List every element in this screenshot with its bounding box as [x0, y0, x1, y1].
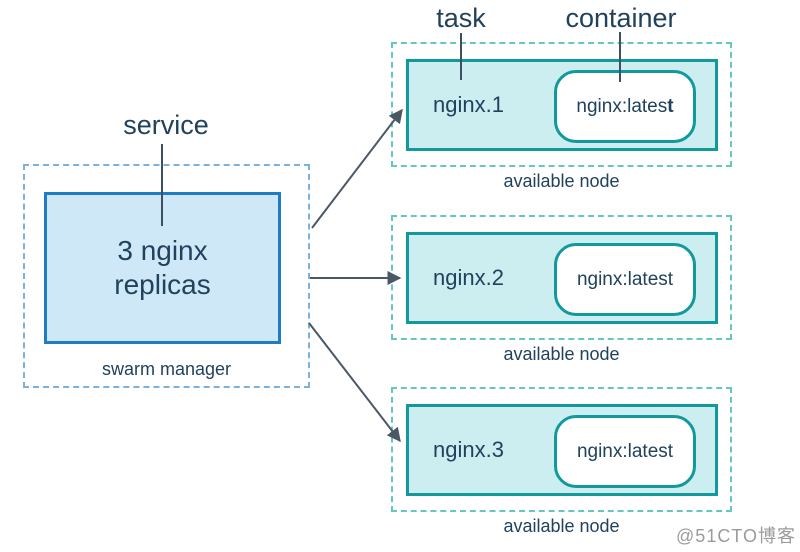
container-image-1: nginx:lates — [576, 95, 668, 117]
node-group-3: nginx.3 nginx:latest available node — [391, 387, 732, 537]
replicas-text: 3 nginx replicas — [114, 234, 211, 300]
container-box-2: nginx:latest — [554, 243, 696, 316]
arrow-to-node-1 — [311, 108, 403, 229]
task-name-1: nginx.1 — [433, 92, 504, 117]
node-caption-2: available node — [503, 344, 620, 364]
container-image-1-tail: t — [667, 95, 674, 117]
container-image-3: nginx:latest — [576, 440, 674, 462]
service-label: service — [123, 110, 209, 140]
task-name-2: nginx.2 — [433, 265, 504, 290]
node-frame-3: nginx.3 nginx:latest — [391, 387, 732, 512]
service-box: 3 nginx replicas — [44, 192, 281, 344]
node-caption-3: available node — [503, 516, 620, 536]
node-group-2: nginx.2 nginx:latest available node — [391, 215, 732, 365]
container-box-3: nginx:latest — [554, 415, 696, 488]
task-box-3: nginx.3 nginx:latest — [406, 404, 718, 496]
task-box-2: nginx.2 nginx:latest — [406, 232, 718, 324]
task-name-3: nginx.3 — [433, 437, 504, 462]
task-label: task — [436, 3, 486, 33]
arrow-to-node-3 — [308, 322, 401, 443]
node-caption-1: available node — [503, 171, 620, 191]
container-image-2: nginx:latest — [576, 268, 674, 290]
swarm-manager-caption: swarm manager — [101, 359, 232, 379]
swarm-manager-group: 3 nginx replicas swarm manager — [23, 164, 310, 388]
node-frame-2: nginx.2 nginx:latest — [391, 215, 732, 340]
watermark: @51CTO博客 — [676, 526, 796, 546]
container-label: container — [565, 3, 677, 33]
